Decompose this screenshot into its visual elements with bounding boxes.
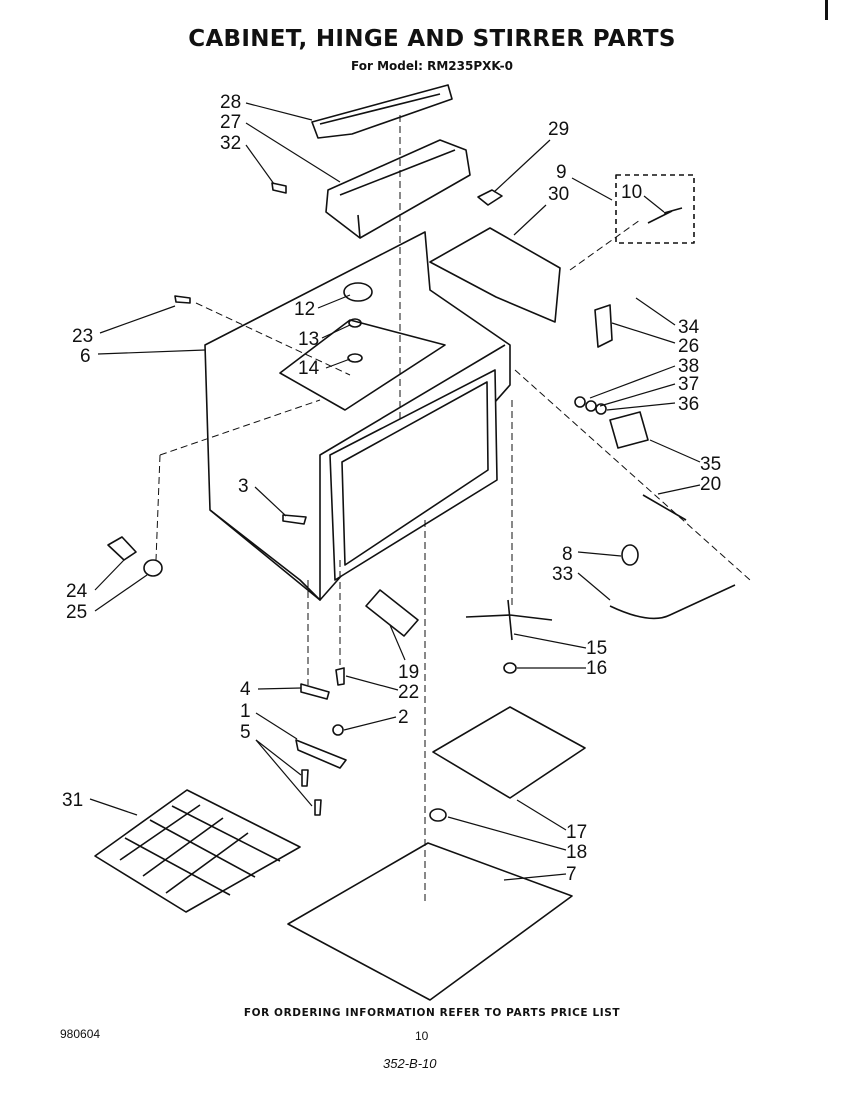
callout-8: 8 (562, 544, 573, 565)
callout-9: 9 (556, 162, 567, 183)
callout-3: 3 (238, 476, 249, 497)
part-12-motor (343, 282, 373, 302)
part-14-nut (347, 353, 363, 363)
part-26-switch (594, 304, 613, 348)
callout-27: 27 (220, 112, 241, 133)
part-23-screw (174, 295, 191, 304)
callout-31: 31 (62, 790, 83, 811)
callout-2: 2 (398, 707, 409, 728)
part-24-bulb (107, 536, 137, 561)
ordering-info-footer: FOR ORDERING INFORMATION REFER TO PARTS … (243, 1007, 621, 1019)
part-10-screw (647, 207, 683, 224)
part-27-duct (325, 139, 471, 239)
part-5-screw (301, 769, 322, 816)
page-title: CABINET, HINGE AND STIRRER PARTS (188, 26, 676, 52)
callout-24: 24 (66, 581, 88, 602)
callout-23: 23 (72, 326, 93, 347)
part-19-cover (365, 589, 419, 637)
inset-box-10 (615, 174, 695, 244)
callout-22: 22 (398, 682, 419, 703)
part-25-socket (143, 559, 163, 577)
part-4-hinge (300, 683, 330, 700)
callout-4: 4 (240, 679, 251, 700)
callout-30: 30 (548, 184, 569, 205)
callout-34: 34 (678, 317, 700, 338)
callout-14: 14 (298, 358, 320, 379)
document-number: 980604 (60, 1027, 101, 1041)
callout-32: 32 (220, 133, 241, 154)
page-edge-mark (825, 0, 828, 20)
callout-28: 28 (220, 92, 241, 113)
part-7-bottom-plate (287, 842, 573, 1001)
part-32-screw (271, 182, 287, 194)
page-number: 10 (415, 1029, 429, 1043)
model-subtitle: For Model: RM235PXK-0 (351, 59, 513, 73)
callout-16: 16 (586, 658, 607, 679)
callout-20: 20 (700, 474, 721, 495)
oven-cavity-opening (329, 369, 498, 581)
leader-lines (89, 102, 701, 881)
callout-1: 1 (240, 701, 251, 722)
part-36-washer (595, 403, 607, 415)
callout-25: 25 (66, 602, 87, 623)
part-3-bracket (282, 514, 307, 525)
callout-35: 35 (700, 454, 721, 475)
part-35-switch (609, 411, 649, 449)
alignment-lines (155, 115, 751, 905)
part-13-washer (348, 318, 362, 328)
callout-13: 13 (298, 329, 319, 350)
part-20-rod (642, 494, 687, 521)
part-1-hinge (295, 739, 347, 769)
part-2-screw (332, 724, 344, 736)
callout-7: 7 (566, 864, 577, 885)
part-28-top-cover (311, 84, 453, 139)
callout-17: 17 (566, 822, 587, 843)
part-30-plate (429, 227, 561, 323)
callout-38: 38 (678, 356, 699, 377)
callout-37: 37 (678, 374, 699, 395)
callout-6: 6 (80, 346, 91, 367)
part-29-block (477, 189, 503, 206)
callout-29: 29 (548, 119, 569, 140)
callout-5: 5 (240, 722, 251, 743)
handwritten-reference: 352-B-10 (383, 1056, 437, 1071)
callout-labels: 28 27 32 29 9 30 10 12 23 6 13 14 34 26 … (62, 92, 721, 885)
callout-26: 26 (678, 336, 699, 357)
part-33-cable (609, 584, 736, 620)
part-15-stirrer-blade (465, 599, 553, 641)
callout-12: 12 (294, 299, 315, 320)
part-31-grille (94, 789, 301, 913)
part-22-screw (335, 667, 345, 686)
callout-15: 15 (586, 638, 607, 659)
callout-10: 10 (621, 182, 642, 203)
callout-36: 36 (678, 394, 699, 415)
part-37-washer (585, 400, 597, 412)
callout-33: 33 (552, 564, 573, 585)
part-38-nut (574, 396, 586, 408)
stirrer-housing (279, 319, 446, 411)
part-18-foot (429, 808, 447, 822)
callout-19: 19 (398, 662, 419, 683)
part-17-tray (432, 706, 586, 799)
part-8-lamp (621, 544, 639, 566)
part-16-nut (503, 662, 517, 674)
callout-18: 18 (566, 842, 587, 863)
